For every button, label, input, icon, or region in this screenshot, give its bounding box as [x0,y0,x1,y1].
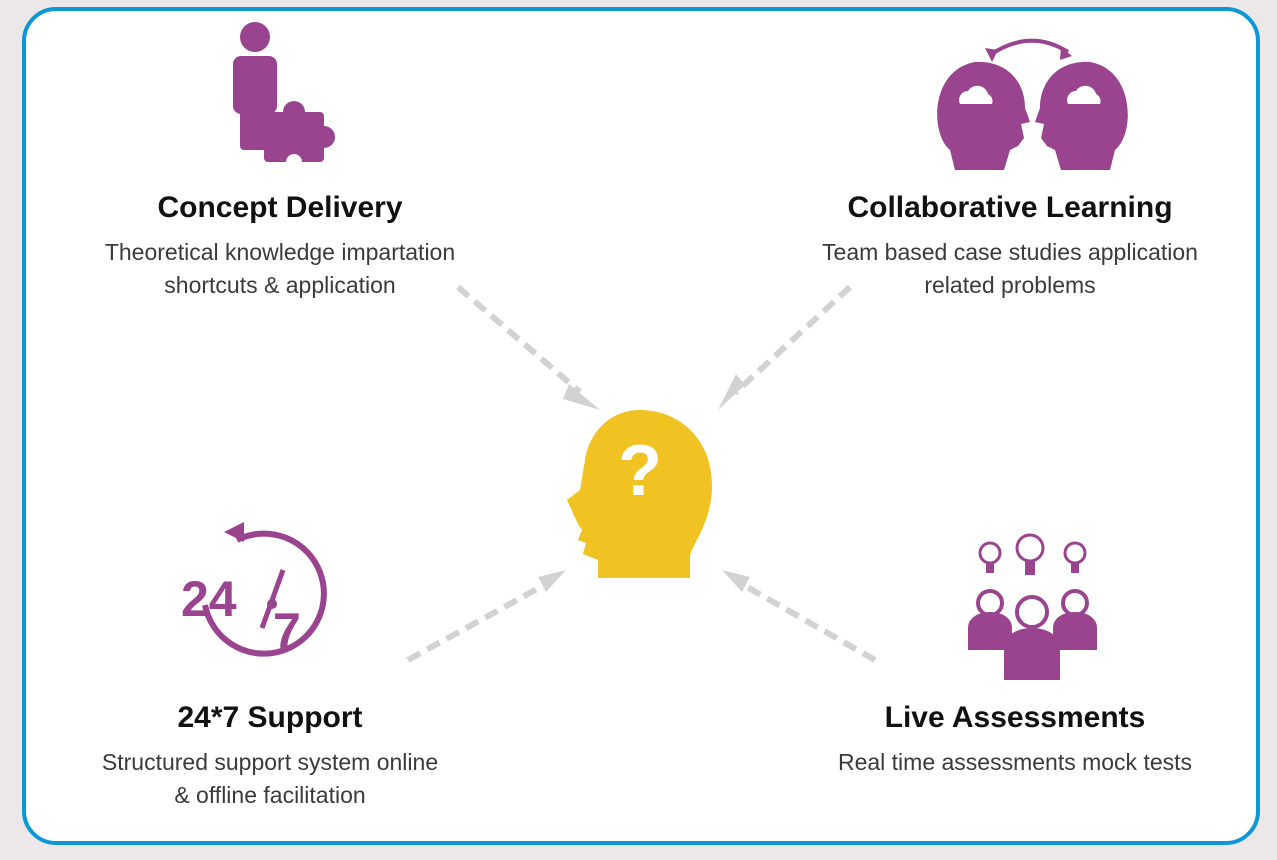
live-desc-line1: Real time assessments mock tests [837,749,1193,775]
person-puzzle-icon [233,22,335,170]
collab-description: Team based case studies application rela… [765,236,1255,302]
group-ideas-icon [968,533,1097,680]
collab-title: Collaborative Learning [847,191,1173,224]
two-heads-exchange-icon [937,38,1128,171]
collab-desc-line1: Team based case studies application [822,239,1198,265]
concept-description: Theoretical knowledge impartation shortc… [40,236,520,302]
concept-desc-line1: Theoretical knowledge impartation [104,239,456,265]
clock-text-7: 7 [273,603,301,659]
support-desc-line1: Structured support system online [101,749,439,775]
concept-delivery-block: Concept Delivery Theoretical knowledge i… [40,190,520,302]
question-mark: ? [618,431,662,511]
support-description: Structured support system online & offli… [40,746,500,812]
live-title: Live Assessments [884,701,1146,734]
concept-title: Concept Delivery [157,191,403,224]
question-head-icon: ? [567,410,712,578]
support-title: 24*7 Support [177,701,363,734]
support-desc-line2: & offline facilitation [174,782,366,808]
live-description: Real time assessments mock tests [775,746,1255,779]
arrow-live [722,570,877,663]
clock-24-7-icon: 24 7 [181,522,327,659]
collab-desc-line2: related problems [924,272,1096,298]
collaborative-learning-block: Collaborative Learning Team based case s… [765,190,1255,302]
arrow-collab [718,284,853,410]
clock-text-24: 24 [181,571,237,627]
support-block: 24*7 Support Structured support system o… [40,700,500,812]
concept-desc-line2: shortcuts & application [164,272,396,298]
live-assessments-block: Live Assessments Real time assessments m… [775,700,1255,779]
arrow-concept [456,284,600,410]
arrow-support [406,570,566,663]
